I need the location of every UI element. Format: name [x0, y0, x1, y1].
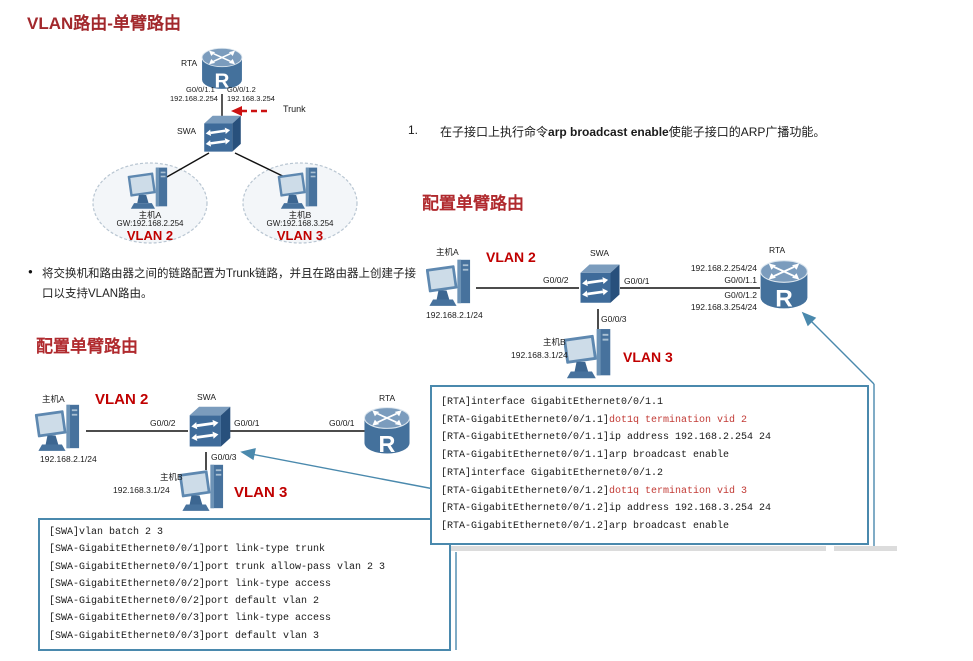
code-line: [RTA-GigabitEthernet0/0/1.1]arp broadcas… [441, 450, 730, 462]
bullet-dot: ● [28, 267, 33, 276]
vlan2-label: VLAN 2 [95, 391, 149, 408]
rta-config-code-block: [RTA]interface GigabitEthernet0/0/1.1 [RT… [430, 385, 869, 545]
switch-icon [576, 259, 624, 309]
switch-label: SWA [590, 248, 610, 258]
code-line: [SWA-GigabitEthernet0/0/3]port link-type… [49, 613, 332, 625]
host-a-name: 主机A [436, 247, 459, 257]
code-line: [SWA-GigabitEthernet0/0/2]port link-type… [49, 578, 332, 590]
subif2-label: G0/0/1.2 [227, 85, 256, 94]
port-g001-label: G0/0/1 [624, 276, 650, 286]
port-g002-label: G0/0/2 [543, 275, 569, 285]
router-subif1-label: G0/0/1.1 [724, 275, 757, 285]
code-line: [SWA-GigabitEthernet0/0/3]port default v… [49, 630, 320, 642]
code-line: [RTA-GigabitEthernet0/0/1.2]ip address 1… [441, 503, 772, 515]
code-line: [RTA]interface GigabitEthernet0/0/1.1 [441, 397, 664, 408]
host-a-gateway: GW:192.168.2.254 [116, 219, 184, 228]
router-subif2-label: G0/0/1.2 [724, 290, 757, 300]
swa-config-code-block: [SWA]vlan batch 2 3 [SWA-GigabitEthernet0… [38, 518, 451, 651]
host-a-icon [34, 403, 88, 459]
note-command: arp broadcast enable [548, 125, 669, 139]
host-b-ip: 192.168.3.1/24 [511, 350, 568, 360]
note-text: 在子接口上执行命令arp broadcast enable使能子接口的ARP广播… [440, 123, 825, 140]
vlan3-label: VLAN 3 [234, 484, 288, 501]
slide-edge-bar-right [834, 546, 897, 551]
host-a-icon [426, 258, 478, 314]
router-subif1-ip: 192.168.2.254/24 [690, 263, 757, 273]
slide1-title: VLAN路由-单臂路由 [27, 14, 181, 33]
host-b-icon [564, 327, 618, 387]
switch-icon [200, 112, 245, 156]
code-line: [SWA-GigabitEthernet0/0/2]port default v… [49, 596, 320, 608]
trunk-label: Trunk [283, 104, 306, 114]
note-pre: 在子接口上执行命令 [440, 125, 549, 139]
code-line: [RTA-GigabitEthernet0/0/1.1]ip address 1… [441, 432, 772, 444]
note-post: 使能子接口的ARP广播功能。 [668, 125, 826, 139]
port-g002-label: G0/0/2 [150, 418, 176, 428]
code-line: [RTA-GigabitEthernet0/0/1.2]dot1q termin… [441, 485, 748, 497]
host-a-ip: 192.168.2.1/24 [426, 310, 483, 320]
port-g003-label: G0/0/3 [211, 452, 237, 462]
vlan2-label: VLAN 2 [126, 228, 174, 243]
code-line: [RTA-GigabitEthernet0/0/1.1]dot1q termin… [441, 414, 748, 426]
host-b-name: 主机B [288, 210, 312, 220]
bullet-item: ● 将交换机和路由器之间的链路配置为Trunk链路，并且在路由器上创建子接口以支… [28, 264, 416, 304]
host-b-name: 主机B [160, 472, 183, 482]
host-b-icon [178, 463, 232, 519]
slide-edge-bar-left [417, 546, 826, 551]
slide2-heading: 配置单臂路由 [36, 337, 138, 356]
host-a-ip: 192.168.2.1/24 [40, 454, 97, 464]
host-b-gateway: GW:192.168.3.254 [266, 219, 334, 228]
code-line: [SWA]vlan batch 2 3 [49, 527, 164, 538]
router-label: RTA [181, 58, 198, 68]
host-b-name: 主机B [543, 337, 566, 347]
rta-callout-arrow [801, 311, 875, 546]
subif1-ip: 192.168.2.254 [170, 94, 218, 103]
switch-icon [185, 402, 235, 452]
switch-label: SWA [197, 392, 217, 402]
subif2-ip: 192.168.3.254 [227, 94, 275, 103]
router-label: RTA [379, 393, 396, 403]
vlan2-label: VLAN 2 [486, 249, 536, 265]
host-b-ip: 192.168.3.1/24 [113, 485, 170, 495]
host-a-name: 主机A [138, 210, 162, 220]
subif1-label: G0/0/1.1 [186, 85, 215, 94]
router-label: RTA [769, 245, 786, 255]
swa-callout-arrow [240, 448, 456, 494]
router-port-label: G0/0/1 [329, 418, 355, 428]
bullet-text: 将交换机和路由器之间的链路配置为Trunk链路，并且在路由器上创建子接口以支持V… [42, 268, 416, 301]
port-g003-label: G0/0/3 [601, 314, 627, 324]
code-line: [RTA-GigabitEthernet0/0/1.2]arp broadcas… [441, 520, 730, 532]
router-icon [757, 255, 811, 315]
router-subif2-ip: 192.168.3.254/24 [690, 302, 757, 312]
vlan3-label: VLAN 3 [623, 349, 673, 365]
code-line: [RTA]interface GigabitEthernet0/0/1.2 [441, 467, 664, 479]
note-number: 1. [408, 123, 419, 137]
vlan2-group-ellipse [92, 162, 208, 244]
vlan3-label: VLAN 3 [276, 228, 324, 243]
vlan3-group-ellipse [242, 162, 358, 244]
host-a-name: 主机A [42, 394, 65, 404]
router-icon [361, 402, 413, 460]
code-line: [SWA-GigabitEthernet0/0/1]port link-type… [49, 544, 326, 556]
slide3-heading: 配置单臂路由 [422, 194, 524, 213]
code-line: [SWA-GigabitEthernet0/0/1]port trunk all… [49, 561, 386, 573]
port-g001-label: G0/0/1 [234, 418, 260, 428]
switch-label: SWA [177, 126, 197, 136]
